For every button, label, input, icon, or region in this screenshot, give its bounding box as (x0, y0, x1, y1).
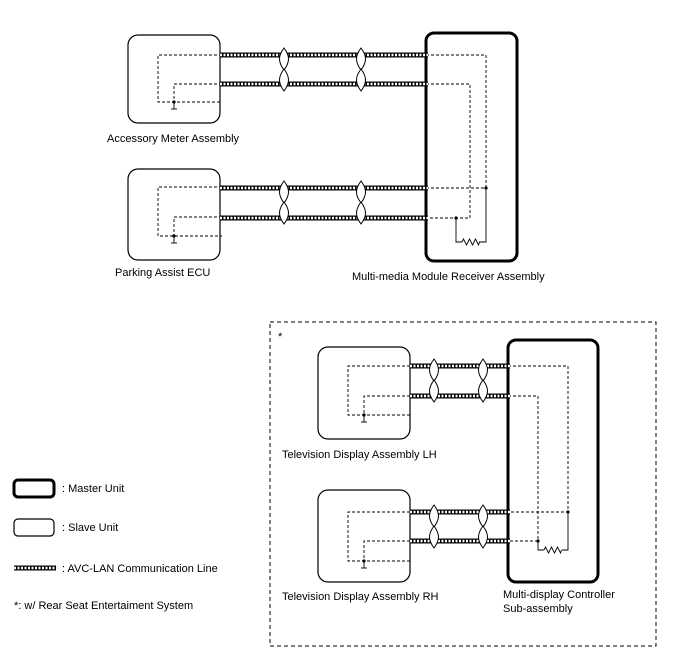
multi-display-label-line2: Sub-assembly (503, 603, 573, 615)
tv-lh-internal-line-2 (363, 395, 410, 415)
avc-lan-line-tv-lh (410, 358, 510, 403)
tv-lh-label: Television Display Assembly LH (282, 449, 437, 461)
legend-slave-swatch (13, 518, 55, 537)
legend-master-label: : Master Unit (62, 483, 124, 495)
tv-rh-internal-line (347, 511, 410, 562)
receiver-internal-line-1 (426, 54, 487, 189)
legend-slave-label: : Slave Unit (62, 522, 118, 534)
termination-resistor-icon (461, 237, 480, 247)
parking-assist-label: Parking Assist ECU (115, 267, 210, 279)
multi-display-label-line1: Multi-display Controller (503, 589, 615, 601)
tv-rh-box (317, 489, 411, 583)
tv-rh-internal-line-2 (363, 540, 410, 561)
parking-assist-internal-line (157, 186, 222, 237)
tv-rh-label: Television Display Assembly RH (282, 591, 439, 603)
avc-lan-line-tv-rh (410, 504, 510, 549)
avc-lan-line-parking (220, 180, 428, 225)
parking-assist-box (127, 168, 221, 261)
legend-note: *: w/ Rear Seat Entertaiment System (14, 600, 193, 612)
multimedia-receiver-box (424, 31, 519, 263)
termination-resistor-icon (543, 545, 562, 555)
accessory-meter-internal-line-2 (173, 83, 222, 102)
avc-lan-line-accessory (220, 47, 428, 92)
parking-assist-internal-line-2 (173, 216, 222, 236)
tv-lh-box (317, 346, 411, 440)
tv-lh-internal-line (347, 365, 410, 416)
optional-group-marker: * (278, 331, 283, 343)
accessory-meter-internal-line (157, 54, 222, 103)
receiver-internal-line-2 (426, 83, 471, 219)
multi-display-controller-box (506, 338, 600, 584)
accessory-meter-box (127, 34, 221, 124)
legend-avc-lan-label: : AVC-LAN Communication Line (62, 563, 218, 575)
legend-master-swatch (12, 478, 56, 499)
controller-internal-line-2 (508, 395, 539, 542)
legend: : Master Unit : Slave Unit : AVC-LAN Com… (12, 478, 218, 612)
multimedia-receiver-label: Multi-media Module Receiver Assembly (352, 271, 545, 283)
rear-seat-group-border (269, 321, 657, 647)
accessory-meter-label: Accessory Meter Assembly (107, 133, 240, 145)
